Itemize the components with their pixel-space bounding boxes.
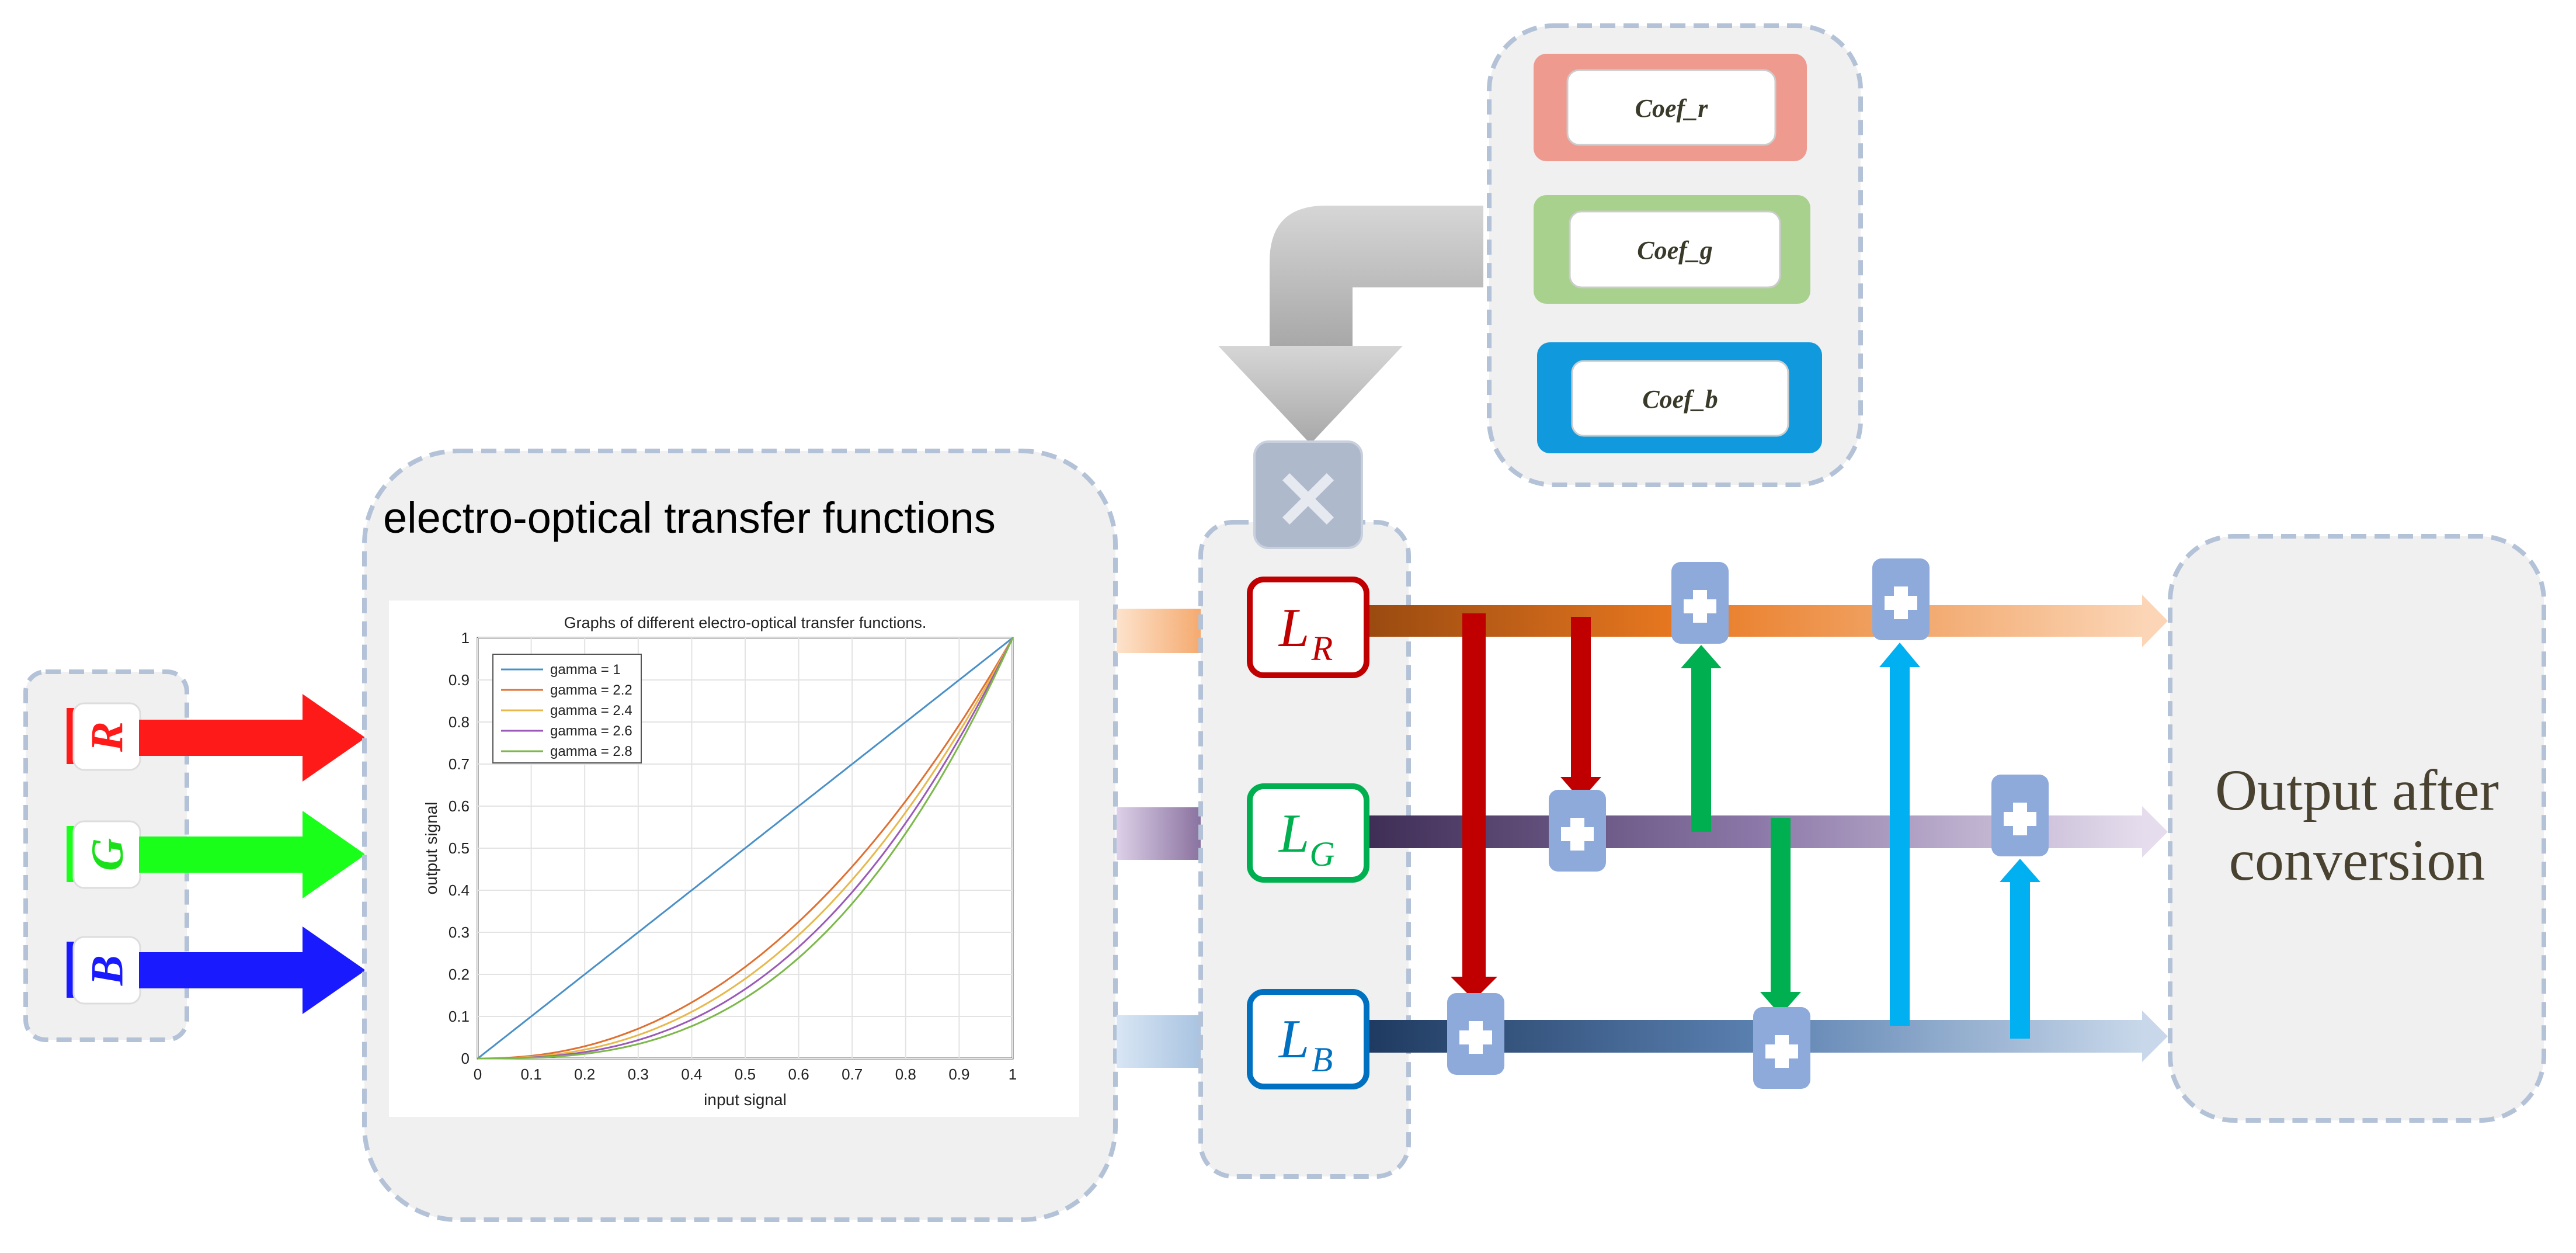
lr-subscript: R xyxy=(1311,629,1333,668)
lr-base: L xyxy=(1278,598,1309,658)
input-r-channel: R xyxy=(67,694,366,782)
eotf-chart: 0 0.1 0.2 0.3 0.4 0.5 0.6 0.7 0.8 0.9 1 0 0.1 0.2 0.3 0… xyxy=(389,601,1079,1117)
y-tick-label: 0.5 xyxy=(449,839,470,857)
x-tick-label: 0.1 xyxy=(521,1065,542,1083)
chart-title: Graphs of different electro-optical tran… xyxy=(564,614,927,631)
multiply-box: × xyxy=(1253,440,1363,549)
arrow-r-to-b xyxy=(1451,613,1497,1000)
chart-y-axis-label: output signal xyxy=(422,802,440,895)
output-label-line-1: Output after xyxy=(2215,758,2499,822)
lane-top xyxy=(1367,595,2168,647)
cross-arrows xyxy=(1451,613,2040,1039)
coef-to-multiply-arrow xyxy=(1218,206,1483,444)
coef-b-label: Coef_b xyxy=(1642,385,1718,414)
coef-b-block: Coef_b xyxy=(1537,342,1822,453)
arrow-g-to-b xyxy=(1760,818,1801,1015)
lb-node: L B xyxy=(1247,989,1369,1089)
lg-node: L G xyxy=(1247,783,1369,883)
lg-base: L xyxy=(1278,803,1309,864)
input-rgb-panel: R G B xyxy=(23,669,366,1042)
output-panel: Output after conversion xyxy=(2168,534,2546,1123)
x-tick-label: 0.8 xyxy=(895,1065,916,1083)
input-b-channel: B xyxy=(67,926,366,1014)
chart-legend: gamma = 1 gamma = 2.2 gamma = 2.4 gamma = 2… xyxy=(492,654,642,763)
x-tick-label: 0.6 xyxy=(788,1065,809,1083)
coef-r-block: Coef_r xyxy=(1534,54,1807,161)
plus-icon xyxy=(1447,993,1504,1075)
legend-label: gamma = 1 xyxy=(550,662,621,678)
y-tick-label: 0.7 xyxy=(449,755,470,773)
y-tick-label: 0.6 xyxy=(449,797,470,815)
y-tick-label: 0.3 xyxy=(449,924,470,941)
plus-icon xyxy=(1753,1007,1810,1089)
x-tick-label: 0.2 xyxy=(574,1065,595,1083)
channel-letter-r: R xyxy=(82,721,133,752)
y-tick-label: 0.9 xyxy=(449,671,470,689)
coef-g-label: Coef_g xyxy=(1637,236,1713,265)
channel-letter-g: G xyxy=(82,838,133,871)
lb-subscript: B xyxy=(1312,1040,1333,1079)
plus-icon xyxy=(1671,562,1729,644)
plus-icon xyxy=(1991,775,2049,856)
chart-ticks: 0 0.1 0.2 0.3 0.4 0.5 0.6 0.7 0.8 0.9 1 0 0.1 0.2 0.3 0… xyxy=(449,629,1017,1083)
input-g-arrow xyxy=(139,811,366,898)
x-tick-label: 0.7 xyxy=(842,1065,863,1083)
series-line xyxy=(478,637,1014,1060)
lr-node: L R xyxy=(1247,577,1369,678)
channel-letter-b: B xyxy=(82,955,133,986)
coefficient-panel: Coef_r Coef_g Coef_b xyxy=(1487,23,1863,487)
input-b-arrow xyxy=(139,926,366,1014)
legend-label: gamma = 2.8 xyxy=(550,744,632,759)
arrow-r-to-g xyxy=(1560,617,1601,800)
x-tick-label: 0.4 xyxy=(681,1065,702,1083)
plus-icon xyxy=(1872,558,1930,640)
y-tick-label: 0.8 xyxy=(449,713,470,731)
legend-label: gamma = 2.6 xyxy=(550,723,632,739)
series-line xyxy=(478,637,1014,1060)
lb-base: L xyxy=(1278,1009,1309,1070)
x-tick-label: 0 xyxy=(474,1065,482,1083)
output-label-line-2: conversion xyxy=(2229,828,2485,893)
x-tick-label: 0.5 xyxy=(735,1065,756,1083)
lg-subscript: G xyxy=(1309,835,1334,873)
plus-icon xyxy=(1549,790,1606,872)
legend-label: gamma = 2.2 xyxy=(550,682,632,698)
adder-nodes xyxy=(1447,558,2049,1089)
chart-lines xyxy=(477,637,1014,1060)
arrow-g-to-r xyxy=(1681,645,1722,832)
input-r-arrow xyxy=(139,694,366,782)
input-g-channel: G xyxy=(67,811,366,898)
coef-r-label: Coef_r xyxy=(1635,94,1709,123)
arrow-b-to-r xyxy=(1879,643,1920,1026)
series-line xyxy=(478,637,1014,1060)
arrow-b-to-g xyxy=(2000,859,2040,1039)
y-tick-label: 0 xyxy=(461,1050,470,1067)
y-tick-label: 1 xyxy=(461,629,470,647)
chart-x-axis-label: input signal xyxy=(704,1091,787,1109)
x-tick-label: 0.9 xyxy=(948,1065,969,1083)
x-tick-label: 1 xyxy=(1009,1065,1017,1083)
legend-label: gamma = 2.4 xyxy=(550,703,632,719)
coef-g-block: Coef_g xyxy=(1534,195,1810,304)
multiply-icon: × xyxy=(1271,446,1345,547)
series-line xyxy=(477,637,1013,1060)
x-tick-label: 0.3 xyxy=(628,1065,649,1083)
y-tick-label: 0.4 xyxy=(449,881,470,899)
series-line xyxy=(478,637,1014,1060)
y-tick-label: 0.2 xyxy=(449,966,470,983)
eotf-heading: electro-optical transfer functions xyxy=(383,494,996,542)
y-tick-label: 0.1 xyxy=(449,1008,470,1025)
